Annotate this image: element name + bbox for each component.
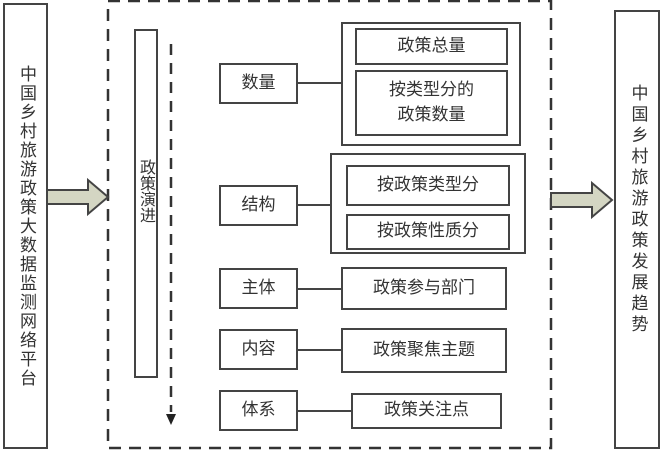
connector-line [297,288,341,290]
evolution-arrowhead [166,414,176,425]
target-label: 中国乡村旅游政策发展趋势 [627,84,648,336]
connector-line [297,410,351,412]
connector-line [297,82,341,84]
item-total-policies: 政策总量 [355,28,508,65]
item-by-policy-nature: 按政策性质分 [346,214,510,250]
evolution-box: 政策演进 [134,29,158,378]
connector-line [297,349,341,351]
evolution-label: 政策演进 [137,159,156,223]
item-by-policy-type: 按政策类型分 [346,165,510,206]
dashed-frame [106,0,553,450]
output-arrow [550,180,614,220]
connector-line [297,204,330,206]
item-departments: 政策参与部门 [341,267,507,310]
item-focus-topics: 政策聚焦主题 [341,328,507,373]
item-attention-points: 政策关注点 [351,393,502,429]
target-trend-box: 中国乡村旅游政策发展趋势 [614,10,660,449]
dimension-subject: 主体 [219,268,298,309]
dimension-content: 内容 [219,329,298,370]
source-label: 中国乡村旅游政策大数据监测网络平台 [16,64,36,388]
item-policies-by-type-count: 按类型分的政策数量 [355,70,508,136]
source-platform-box: 中国乡村旅游政策大数据监测网络平台 [3,3,48,449]
dimension-quantity: 数量 [219,63,298,104]
dimension-system: 体系 [219,390,298,431]
dimension-structure: 结构 [219,185,298,226]
input-arrow [46,177,110,217]
